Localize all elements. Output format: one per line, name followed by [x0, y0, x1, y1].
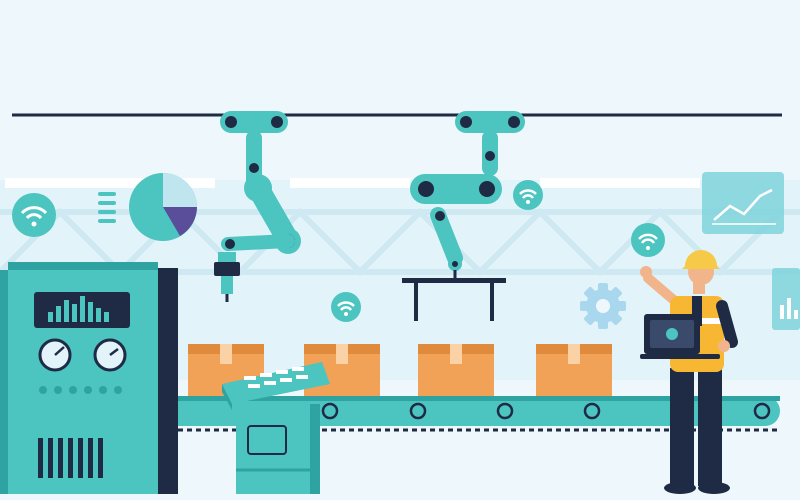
- helmet-icon: [682, 250, 720, 269]
- control-machine: [0, 262, 178, 494]
- wifi-icon: [513, 180, 543, 210]
- box-icon: [536, 344, 612, 396]
- keypad-console: [222, 362, 330, 494]
- robot-arm-icon: [402, 111, 525, 321]
- bar-chart-icon: [772, 268, 800, 330]
- pie-chart-icon: [129, 173, 197, 241]
- gear-icon: [580, 283, 626, 329]
- white-beams: [5, 178, 700, 188]
- list-icon: [98, 192, 116, 223]
- wifi-icon: [331, 292, 361, 322]
- robot-arm-icon: [214, 111, 301, 302]
- box-icon: [418, 344, 494, 396]
- laptop-icon: [640, 314, 720, 359]
- wifi-icon: [631, 223, 665, 257]
- wifi-icon: [12, 193, 56, 237]
- line-chart-icon: [702, 172, 784, 234]
